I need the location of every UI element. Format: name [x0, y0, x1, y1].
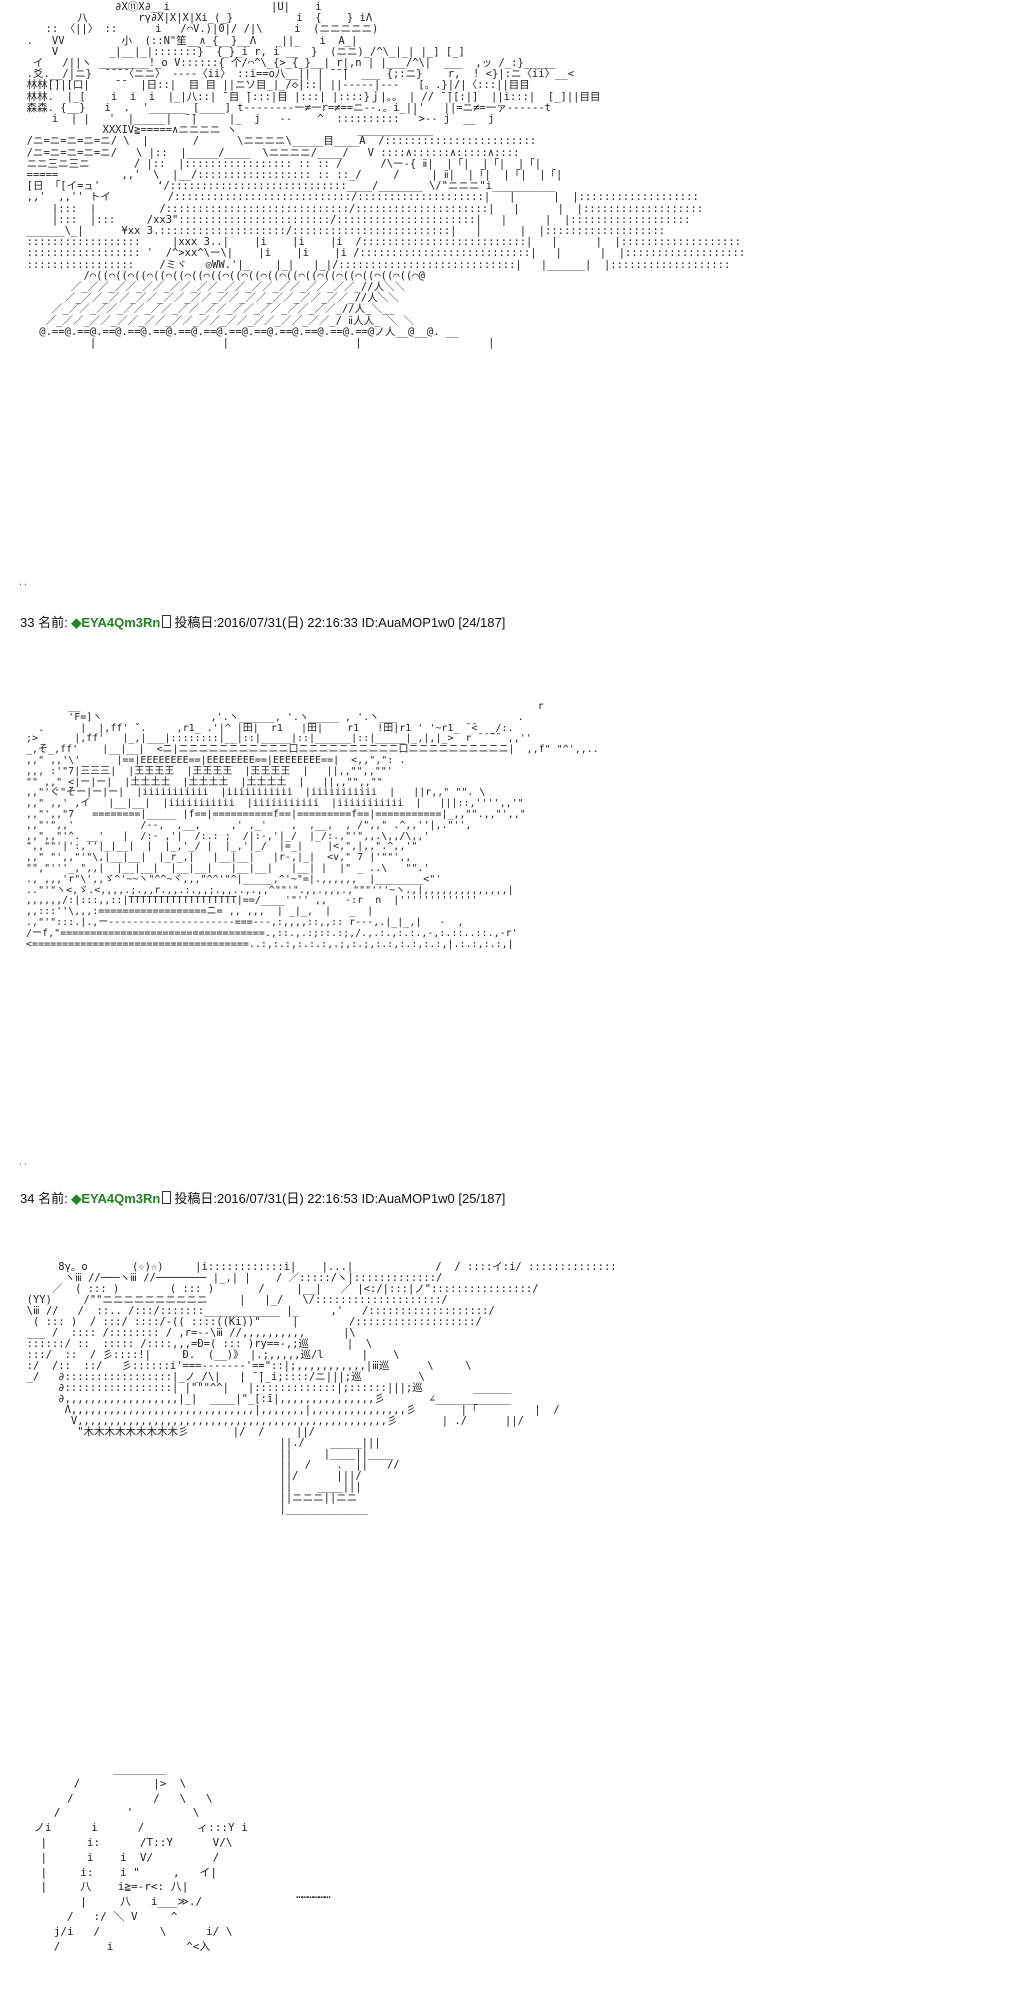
square-icon — [162, 1191, 172, 1204]
post-number: 33 — [20, 615, 35, 630]
date-label: 投稿日: — [174, 1191, 217, 1206]
post-date: 2016/07/31(日) 22:16:33 — [216, 615, 358, 630]
aa-figure-art: ________ / |> \ / / \ \ / ' \ ノi i / ィ::… — [33, 1762, 248, 1953]
post-header-34: 34 名前: ◆EYA4Qm3Rn 投稿日:2016/07/31(日) 22:16… — [20, 1188, 505, 1207]
post-count: [24/187] — [458, 615, 506, 630]
name-label: 名前: — [38, 615, 68, 630]
post-date: 2016/07/31(日) 22:16:53 — [216, 1191, 358, 1206]
post-count: [25/187] — [458, 1191, 506, 1206]
post-id[interactable]: ID:AuaMOP1w0 — [361, 1191, 455, 1206]
aa-sunbath-art: 8γ。o (☆)☆) |i::::::::::::i| |...| / / ::… — [26, 1261, 617, 1515]
square-icon — [162, 615, 172, 628]
date-label: 投稿日: — [174, 615, 217, 630]
separator-1: .. — [18, 578, 28, 587]
aa-building-art: __ r 'F=]ヽ ,'.ヽ______, '.ヽ_____ , '.ヽ___… — [26, 701, 599, 950]
separator-2: .. — [18, 1158, 28, 1167]
trip-code[interactable]: ◆EYA4Qm3Rn — [71, 1191, 161, 1206]
aa-town-art: ∂X⑪X∂__i |U| i 八 rγ∂X|X|X|Xi_(_} i { } i… — [26, 1, 746, 350]
post-id[interactable]: ID:AuaMOP1w0 — [361, 615, 455, 630]
name-label: 名前: — [38, 1191, 68, 1206]
post-number: 34 — [20, 1191, 35, 1206]
post-header-33: 33 名前: ◆EYA4Qm3Rn 投稿日:2016/07/31(日) 22:16… — [20, 612, 505, 631]
trip-code[interactable]: ◆EYA4Qm3Rn — [71, 615, 161, 630]
ellipsis-text: ……………… — [296, 1888, 331, 1901]
